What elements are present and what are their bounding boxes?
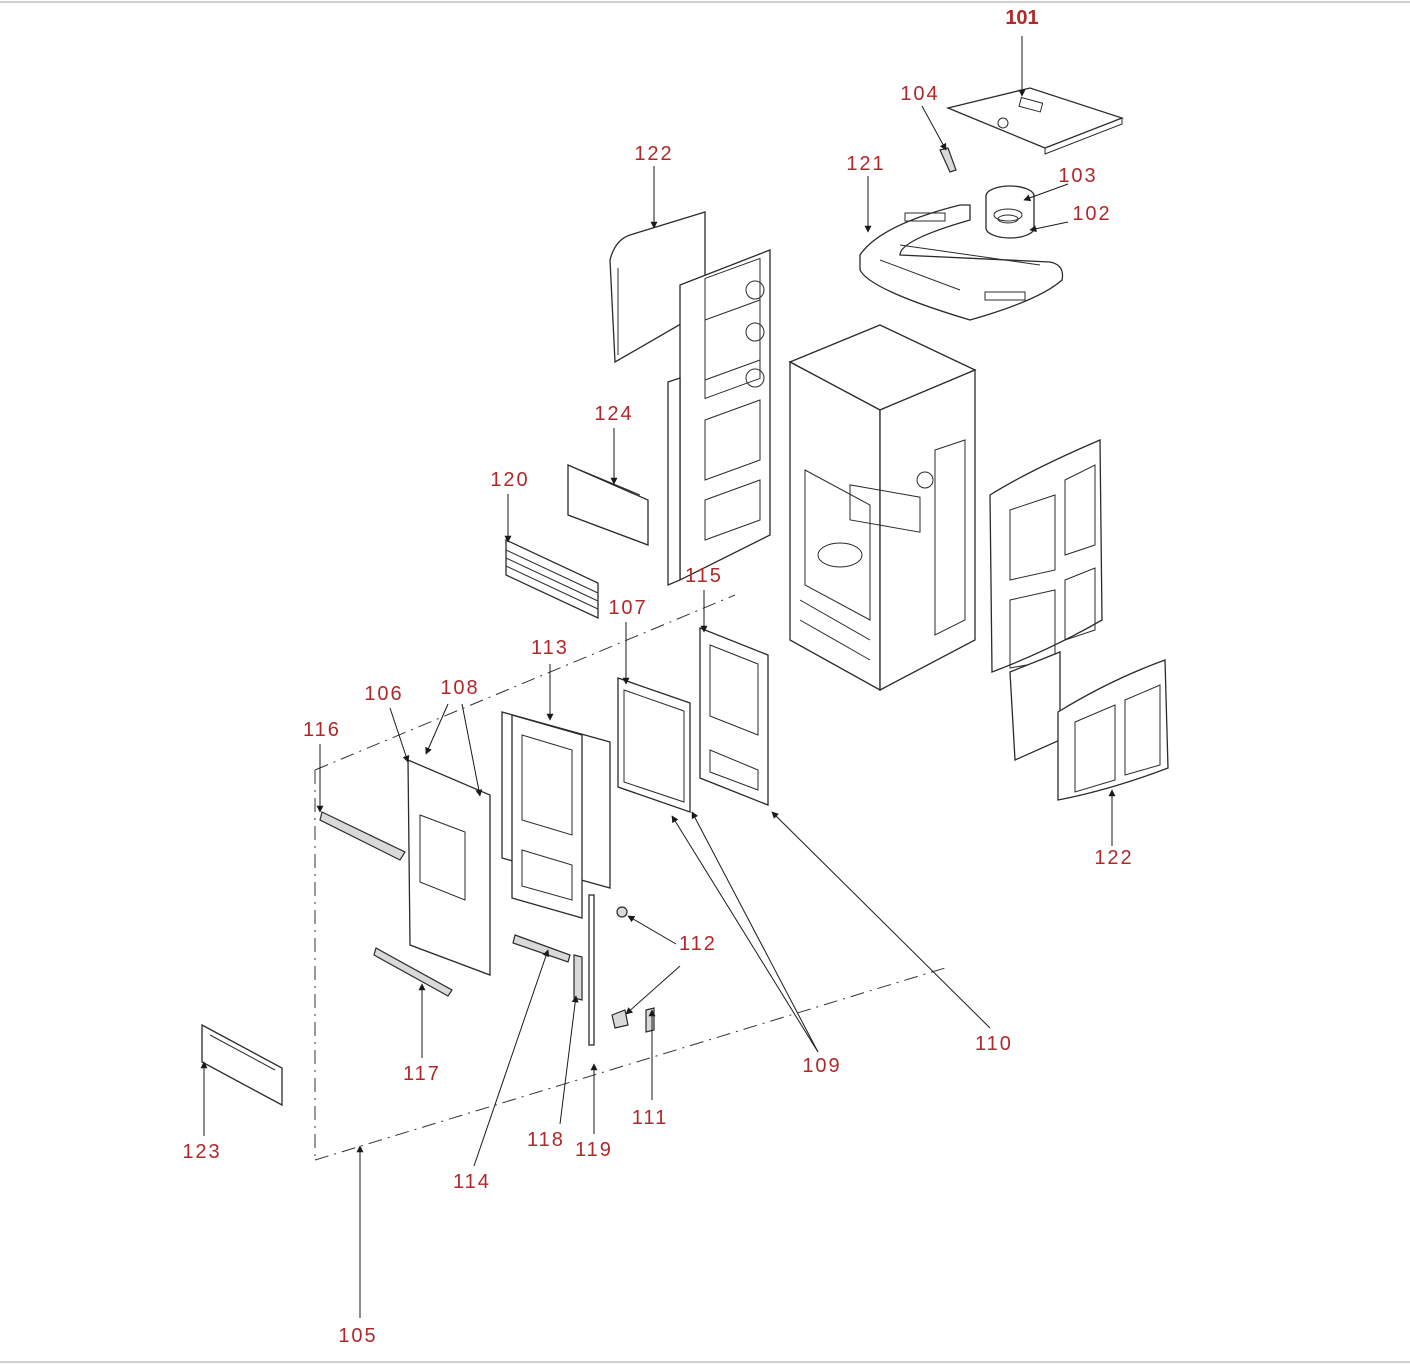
part-116-upper-trim	[319, 811, 406, 861]
callout-110: 110	[975, 1033, 1013, 1055]
part-124-cover	[567, 464, 649, 546]
callout-121: 121	[846, 153, 885, 175]
callout-123: 123	[182, 1141, 221, 1163]
callout-105: 105	[338, 1325, 377, 1347]
part-101-top-plate	[945, 87, 1124, 155]
part-120-grille	[505, 538, 599, 620]
part-122-right-side-panel	[989, 439, 1103, 761]
callout-114: 114	[453, 1171, 491, 1193]
callout-102: 102	[1072, 203, 1111, 225]
callout-112: 112	[679, 933, 717, 955]
part-117-lower-trim	[373, 947, 453, 997]
callout-118: 118	[527, 1129, 565, 1151]
part-107-glass	[617, 677, 691, 813]
callout-115: 115	[685, 565, 723, 587]
part-119-hinge-rod	[588, 894, 595, 1046]
part-102-103-flue-collar	[985, 185, 1035, 239]
callout-122-right: 122	[1094, 847, 1133, 869]
callout-124: 124	[594, 403, 633, 425]
callout-111: 111	[632, 1107, 668, 1129]
callout-119: 119	[575, 1139, 613, 1161]
front-assembly-outline	[314, 594, 946, 1161]
rear-panel	[667, 249, 771, 586]
part-115-door-frame	[699, 627, 769, 806]
callout-109: 109	[802, 1055, 841, 1077]
part-112-screws	[611, 906, 629, 1029]
callout-104: 104	[900, 83, 939, 105]
part-106-front-door	[407, 759, 491, 976]
callout-117: 117	[403, 1063, 441, 1085]
callout-120: 120	[490, 469, 529, 491]
callout-108: 108	[440, 677, 479, 699]
part-121-top-frame	[859, 204, 1064, 321]
stove-body	[788, 324, 977, 692]
callout-122-top: 122	[634, 143, 673, 165]
callout-106: 106	[364, 683, 403, 705]
callout-101: 101	[1005, 7, 1038, 29]
part-123-base-trim	[201, 1023, 283, 1107]
callout-103: 103	[1058, 165, 1097, 187]
part-111-clip	[645, 1007, 655, 1033]
part-122-right-lower-panel	[1057, 659, 1169, 801]
part-113-inner-door	[501, 711, 611, 919]
part-114-handle	[512, 934, 571, 963]
leader-lines	[200, 36, 1116, 1318]
part-118-latch	[573, 954, 583, 1001]
callout-113: 113	[531, 637, 569, 659]
callout-107: 107	[608, 597, 647, 619]
part-104-bracket	[939, 147, 957, 173]
callout-116: 116	[303, 719, 341, 741]
callout-labels: 101 104 103 102 121 122 124 120 115 107 …	[182, 7, 1133, 1347]
